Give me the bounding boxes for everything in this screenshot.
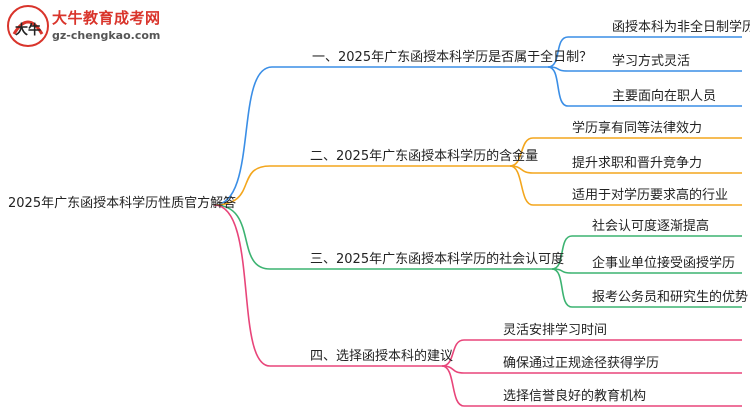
leaf-connector-4-3 (441, 365, 742, 407)
leaf-node-4-3: 选择信誉良好的教育机构 (503, 389, 647, 404)
branch-node-4: 四、选择函授本科的建议 (310, 349, 454, 364)
leaf-connector-2-3 (509, 165, 742, 206)
leaf-connector-3-1 (551, 235, 742, 270)
leaf-node-2-2: 提升求职和晋升竞争力 (572, 156, 703, 171)
svg-text:大牛: 大牛 (15, 22, 41, 38)
leaf-connector-3-3 (551, 268, 742, 308)
branch-connector-1 (213, 66, 548, 206)
logo-url: gz-chengkao.com (52, 29, 161, 42)
branch-node-2: 二、2025年广东函授本科学历的含金量 (310, 149, 539, 164)
leaf-node-1-2: 学习方式灵活 (612, 54, 691, 69)
leaf-connector-1-3 (547, 66, 742, 107)
branch-connector-3 (213, 204, 552, 270)
leaf-node-4-2: 确保通过正规途径获得学历 (503, 356, 660, 371)
logo-title: 大牛教育成考网 (52, 9, 161, 27)
leaf-connector-1-1 (547, 36, 742, 68)
root-node: 2025年广东函授本科学历性质官方解答 (8, 196, 237, 211)
logo-mark-icon: 大牛 (7, 5, 49, 47)
leaf-node-2-3: 适用于对学历要求高的行业 (572, 188, 729, 203)
branch-connector-2 (213, 165, 510, 206)
leaf-connector-4-1 (441, 339, 742, 367)
leaf-node-3-1: 社会认可度逐渐提高 (592, 219, 710, 234)
leaf-node-1-1: 函授本科为非全日制学历 (612, 20, 750, 35)
leaf-node-3-2: 企事业单位接受函授学历 (592, 256, 736, 271)
leaf-node-2-1: 学历享有同等法律效力 (572, 121, 703, 136)
site-logo[interactable]: 大牛 大牛教育成考网 gz-chengkao.com (6, 4, 176, 54)
leaf-node-3-3: 报考公务员和研究生的优势 (592, 290, 749, 305)
leaf-node-1-3: 主要面向在职人员 (612, 89, 717, 104)
leaf-node-4-1: 灵活安排学习时间 (503, 323, 608, 338)
branch-node-3: 三、2025年广东函授本科学历的社会认可度 (310, 252, 565, 267)
leaf-connector-2-1 (509, 137, 742, 167)
leaf-connector-1-2 (547, 66, 742, 72)
branch-connector-4 (213, 204, 442, 367)
branch-node-1: 一、2025年广东函授本科学历是否属于全日制？ (312, 50, 593, 65)
